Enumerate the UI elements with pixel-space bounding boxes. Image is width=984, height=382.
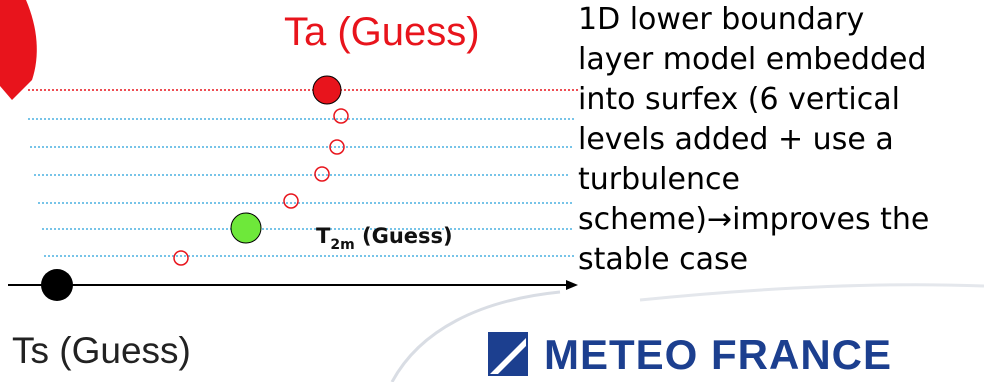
description-line: scheme)→improves the (578, 202, 930, 237)
description-line: 1D lower boundary (578, 2, 865, 37)
description-line: into surfex (6 vertical (578, 82, 900, 117)
t2m-main: T (316, 224, 331, 248)
logo-text: METEO FRANCE (544, 331, 892, 378)
ta-point (312, 75, 342, 105)
profile-marker (314, 166, 330, 182)
background-swoosh (639, 283, 984, 302)
description-line: stable case (578, 242, 749, 277)
profile-marker (173, 250, 189, 266)
background-swoosh (390, 290, 561, 382)
description-line: levels added + use a (578, 122, 894, 157)
ta-label: Ta (Guess) (284, 10, 480, 54)
t2m-point (230, 212, 262, 244)
description-line: layer model embedded (578, 42, 927, 77)
t2m-label: T2m (Guess) (316, 224, 453, 253)
meteo-france-logo: METEO FRANCE (488, 330, 968, 380)
profile-marker (333, 108, 349, 124)
curved-arrow-fragment (0, 0, 37, 100)
description-text: 1D lower boundary layer model embedded i… (578, 0, 978, 280)
t2m-suffix: (Guess) (354, 224, 453, 248)
axis-arrowhead (566, 280, 578, 290)
ts-label: Ts (Guess) (12, 330, 191, 371)
profile-marker (329, 139, 345, 155)
t2m-subscript: 2m (330, 237, 355, 253)
ts-point (41, 269, 73, 301)
profile-marker (283, 193, 299, 209)
description-line: turbulence (578, 162, 740, 197)
meteo-france-emblem-icon (488, 332, 528, 376)
